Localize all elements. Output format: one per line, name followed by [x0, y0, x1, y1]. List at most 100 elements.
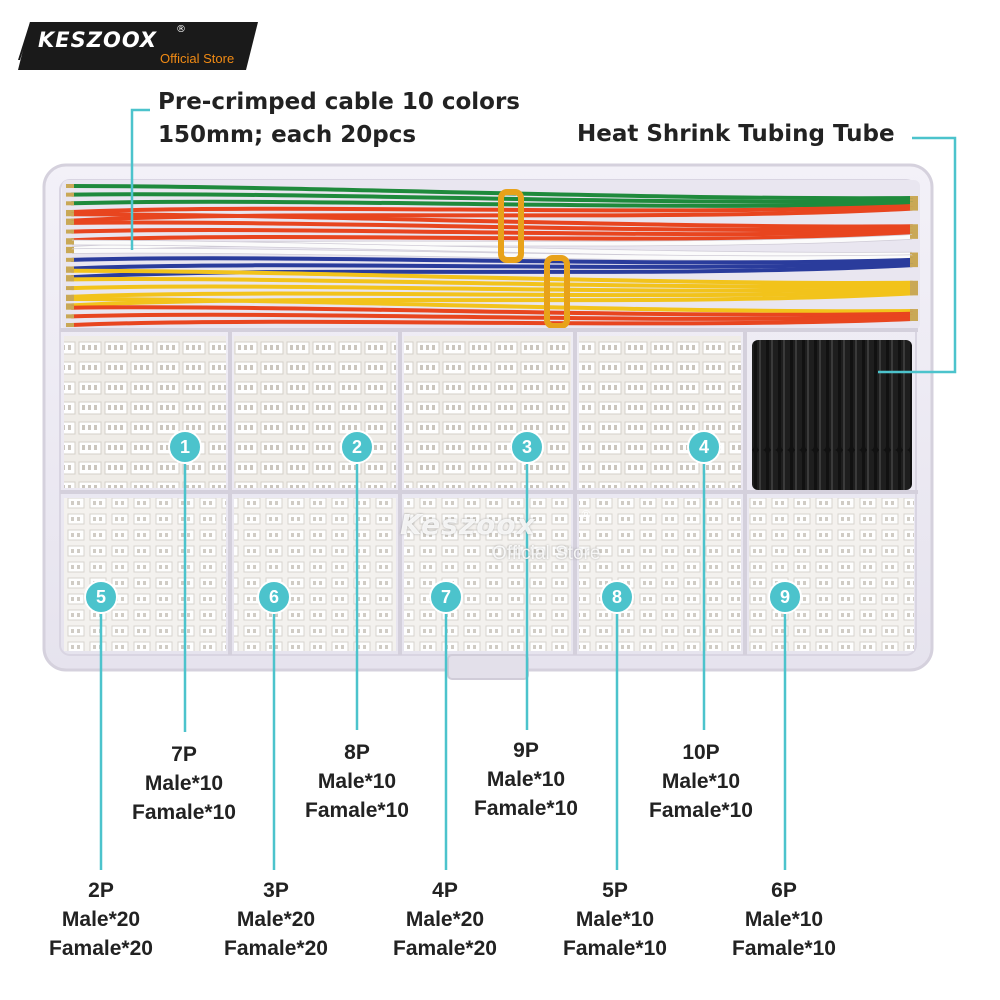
wire-strand — [70, 240, 914, 257]
crimp-terminal — [910, 255, 918, 260]
spec-pins: 4P — [432, 879, 458, 902]
marker-4: 4 — [687, 430, 721, 464]
crimp-terminal — [66, 314, 74, 319]
crimp-terminal — [66, 294, 74, 299]
crimp-terminal — [66, 240, 74, 245]
crimp-terminal — [66, 201, 74, 206]
crimp-terminal — [910, 311, 918, 316]
wire-strand — [70, 248, 914, 261]
crimp-terminal — [66, 192, 74, 197]
wire-strand — [70, 305, 914, 317]
crimp-terminal — [910, 226, 918, 231]
crimp-terminal — [66, 209, 74, 214]
crimp-terminal — [66, 303, 74, 308]
crimp-terminal — [910, 283, 918, 288]
wire-strand — [70, 260, 914, 271]
wire-strand — [70, 312, 914, 321]
crimp-terminal — [66, 238, 74, 243]
spec-female: Famale*10 — [305, 799, 409, 822]
crimp-terminal — [910, 317, 918, 321]
wire-tie — [544, 255, 570, 329]
crimp-terminal — [66, 218, 74, 223]
crimp-terminal — [910, 309, 918, 314]
wire-strand — [70, 228, 914, 237]
crimp-terminal — [66, 297, 74, 302]
crimp-terminal — [66, 229, 74, 234]
crimp-terminal — [66, 212, 74, 217]
spec-pins: 5P — [602, 879, 628, 902]
watermark-store: Official Store — [492, 543, 601, 564]
spec-pins: 8P — [344, 741, 370, 764]
wire-strand — [70, 232, 914, 243]
spec-male: Male*20 — [405, 908, 485, 931]
crimp-terminal — [910, 314, 918, 319]
spec-pins: 7P — [171, 743, 197, 766]
wire-strand — [70, 297, 914, 314]
compartment-3 — [404, 336, 571, 488]
cable-label: Pre-crimped cable 10 colors 150mm; each … — [158, 86, 520, 152]
crimp-terminal — [910, 234, 918, 239]
crimp-terminal — [910, 201, 918, 206]
leader-line-tube — [878, 136, 957, 374]
compartment-4 — [579, 336, 741, 488]
marker-5: 5 — [84, 580, 118, 614]
spec-female: Famale*10 — [732, 937, 836, 960]
spec-female: Famale*20 — [393, 937, 497, 960]
spec-pins: 10P — [682, 741, 720, 764]
crimp-terminal — [66, 305, 74, 310]
compartment-5 — [64, 498, 226, 651]
spec-male: Male*10 — [144, 772, 224, 795]
compartment-9 — [749, 498, 914, 651]
spec-female: Famale*10 — [474, 797, 578, 820]
spec-male: Male*10 — [486, 768, 566, 791]
crimp-terminal — [910, 203, 918, 208]
crimp-terminal — [910, 229, 918, 234]
marker-6: 6 — [257, 580, 291, 614]
wire-strand — [70, 192, 914, 204]
crimp-terminal — [910, 286, 918, 291]
tube-label: Heat Shrink Tubing Tube — [577, 121, 895, 147]
pre-crimped-wires — [66, 184, 918, 327]
brand-logo: KESZOOX ® Official Store — [18, 22, 258, 70]
cable-label-line-1: Pre-crimped cable 10 colors — [158, 89, 520, 115]
crimp-terminal — [66, 286, 74, 291]
crimp-terminal — [910, 288, 918, 293]
compartment-8 — [579, 498, 741, 651]
marker-1: 1 — [168, 430, 202, 464]
compartment-7 — [404, 498, 571, 651]
wire-strand — [70, 220, 914, 232]
crimp-terminal — [910, 224, 918, 229]
marker-2: 2 — [340, 430, 374, 464]
crimp-terminal — [66, 277, 74, 282]
wire-strand — [70, 288, 914, 299]
spec-pins: 2P — [88, 879, 114, 902]
watermark-registered: ® — [580, 508, 592, 522]
spec-label-7: 4P Male*20 Famale*20 — [365, 876, 525, 963]
registered-mark: ® — [176, 24, 186, 35]
spec-label-4: 10P Male*10 Famale*10 — [621, 738, 781, 825]
spec-male: Male*20 — [61, 908, 141, 931]
crimp-terminal — [910, 198, 918, 203]
crimp-terminal — [910, 280, 918, 285]
spec-pins: 3P — [263, 879, 289, 902]
brand-store-label: Official Store — [160, 51, 235, 66]
wire-strand — [70, 317, 914, 327]
spec-label-8: 5P Male*10 Famale*10 — [535, 876, 695, 963]
wire-strand — [70, 199, 914, 208]
marker-3: 3 — [510, 430, 544, 464]
spec-label-5: 2P Male*20 Famale*20 — [21, 876, 181, 963]
crimp-terminal — [66, 220, 74, 225]
crimp-terminal — [910, 257, 918, 262]
leader-line-cable — [130, 108, 150, 250]
wire-strand — [70, 256, 914, 265]
spec-female: Famale*20 — [224, 937, 328, 960]
heat-shrink-tubes — [752, 340, 912, 490]
spec-label-2: 8P Male*10 Famale*10 — [277, 738, 437, 825]
crimp-terminal — [66, 249, 74, 254]
spec-male: Male*20 — [236, 908, 316, 931]
marker-9: 9 — [768, 580, 802, 614]
wire-strand — [70, 203, 914, 214]
wire-strand — [70, 277, 914, 289]
spec-male: Male*10 — [575, 908, 655, 931]
wire-strand — [70, 268, 914, 285]
